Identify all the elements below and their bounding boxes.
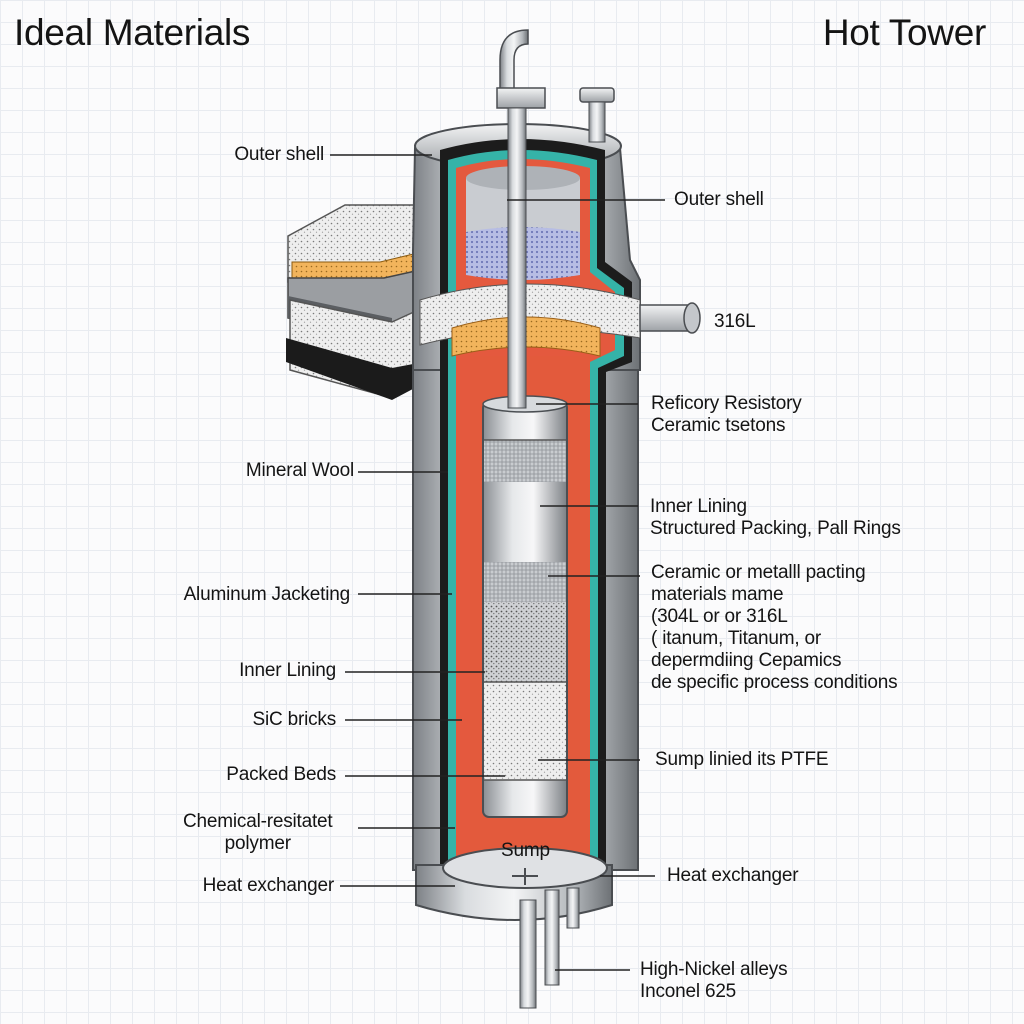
callout-inner-lining-structured-packing: Inner Lining Structured Packing, Pall Ri…: [650, 496, 901, 539]
top-nozzle: [579, 87, 615, 143]
callout-aluminum-jacketing: Aluminum Jacketing: [183, 584, 351, 605]
callout-inner-lining-left: Inner Lining: [239, 660, 336, 681]
callout-outer-shell-right: Outer shell: [674, 189, 764, 210]
diagram-title-right: Hot Tower: [822, 12, 986, 53]
side-nozzle: [639, 302, 701, 334]
callout-316l: 316L: [714, 311, 756, 332]
callout-high-nickel-alloys: High-Nickel alleys Inconel 625: [640, 959, 788, 1002]
callout-chemical-resistant-polymer: Chemical-resitatet polymer: [183, 811, 333, 854]
sump-bottom: [415, 847, 613, 1009]
callout-heat-exchanger-right: Heat exchanger: [667, 865, 799, 886]
callout-sic-bricks: SiC bricks: [252, 709, 336, 730]
packing-cartridge: [482, 395, 568, 818]
callout-refractory-ceramic: Reficory Resistory Ceramic tsetons: [651, 393, 802, 436]
callout-mineral-wool: Mineral Wool: [245, 460, 354, 481]
sump-label: Sump: [501, 840, 550, 861]
callout-sump-ptfe: Sump linied its PTFE: [655, 749, 829, 770]
diagram-title-left: Ideal Materials: [14, 12, 251, 53]
leader-lines: [330, 154, 665, 971]
callout-outer-shell-left: Outer shell: [234, 144, 324, 165]
callout-heat-exchanger-left: Heat exchanger: [202, 875, 335, 896]
callout-packed-beds: Packed Beds: [226, 764, 336, 785]
callout-packing-materials: Ceramic or metalll pacting materials mam…: [651, 562, 898, 693]
central-feed-pipe: [496, 29, 546, 409]
